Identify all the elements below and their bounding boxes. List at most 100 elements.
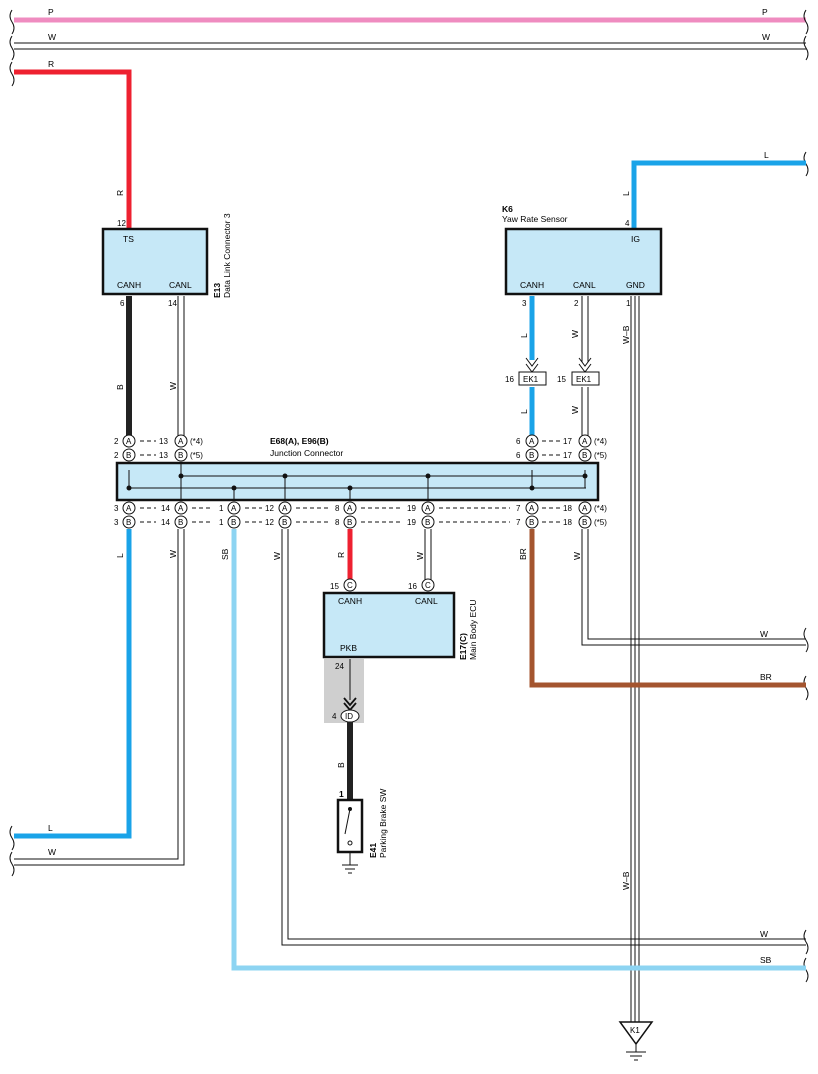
svg-text:A: A (178, 437, 184, 446)
svg-text:4: 4 (625, 219, 630, 228)
ek1-connector-a: EK1 16 (505, 357, 547, 386)
wire-wb-ground: W–B W–B (621, 296, 640, 1022)
svg-text:A: A (231, 504, 237, 513)
jb-col-2: 14 A 14 B (161, 501, 188, 529)
svg-text:B: B (347, 518, 352, 527)
svg-text:L: L (48, 823, 53, 833)
svg-text:A: A (347, 504, 353, 513)
svg-text:SB: SB (760, 955, 772, 965)
svg-text:B: B (529, 451, 534, 460)
svg-text:EK1: EK1 (523, 375, 539, 384)
svg-text:(*4): (*4) (594, 437, 607, 446)
svg-text:BR: BR (518, 548, 528, 560)
svg-text:CANH: CANH (338, 596, 362, 606)
svg-text:19: 19 (407, 518, 416, 527)
jb-col-7: 7 A 7 B (516, 501, 539, 529)
svg-text:2: 2 (114, 437, 119, 446)
junction-bottom-pins: 3 A 3 B 14 A 14 B 1 A 1 B 12 A 12 B (114, 501, 607, 529)
svg-text:B: B (178, 518, 183, 527)
wire-sb-bottom: SB SB (220, 529, 806, 971)
svg-text:17: 17 (563, 451, 572, 460)
svg-text:(*5): (*5) (594, 451, 607, 460)
svg-text:B: B (582, 518, 587, 527)
svg-text:14: 14 (161, 504, 170, 513)
svg-text:W: W (762, 32, 770, 42)
svg-text:ID: ID (345, 712, 353, 721)
svg-text:7: 7 (516, 504, 521, 513)
wire-w-canl: W (168, 296, 185, 436)
svg-text:2: 2 (114, 451, 119, 460)
svg-text:P: P (762, 7, 768, 17)
svg-text:1: 1 (339, 789, 344, 799)
svg-text:SB: SB (220, 548, 230, 560)
svg-text:16: 16 (408, 582, 417, 591)
svg-text:W: W (760, 629, 768, 639)
svg-text:A: A (126, 504, 132, 513)
jb-col-1: 3 A 3 B (114, 501, 136, 529)
svg-text:L: L (519, 333, 529, 338)
svg-text:B: B (178, 451, 183, 460)
svg-text:B: B (582, 451, 587, 460)
svg-text:Yaw Rate Sensor: Yaw Rate Sensor (502, 214, 568, 224)
svg-text:6: 6 (516, 437, 521, 446)
svg-text:E41: E41 (368, 843, 378, 858)
svg-text:E17(C): E17(C) (458, 633, 468, 660)
svg-text:E13: E13 (212, 283, 222, 298)
svg-text:1: 1 (219, 504, 224, 513)
svg-text:CANL: CANL (573, 280, 596, 290)
jb-col-8: 18 A (*4) 18 B (*5) (563, 501, 607, 529)
wire-w-ecu: W (415, 529, 432, 580)
wire-w-top: W W (14, 32, 806, 50)
svg-text:2: 2 (574, 299, 579, 308)
svg-text:12: 12 (117, 219, 126, 228)
svg-text:A: A (282, 504, 288, 513)
dlc-connector: TS CANH CANL 12 6 14 E13 Data Link Conne… (101, 213, 232, 308)
svg-text:W: W (48, 847, 56, 857)
wire-w-yaw-canl: W W (570, 296, 589, 436)
svg-text:7: 7 (516, 518, 521, 527)
svg-text:12: 12 (265, 518, 274, 527)
svg-text:B: B (336, 762, 346, 768)
svg-text:B: B (115, 384, 125, 390)
svg-text:24: 24 (335, 662, 344, 671)
svg-text:13: 13 (159, 437, 168, 446)
svg-text:W: W (572, 552, 582, 560)
svg-text:TS: TS (123, 234, 134, 244)
svg-text:(*4): (*4) (190, 437, 203, 446)
svg-text:18: 18 (563, 504, 572, 513)
svg-text:EK1: EK1 (576, 375, 592, 384)
svg-text:B: B (529, 518, 534, 527)
svg-text:P: P (48, 7, 54, 17)
svg-text:B: B (126, 451, 131, 460)
svg-text:Junction Connector: Junction Connector (270, 448, 343, 458)
jb-col-3: 1 A 1 B (219, 501, 241, 529)
yaw-rate-sensor: K6 Yaw Rate Sensor IG CANH CANL GND 4 3 … (502, 204, 663, 308)
svg-text:B: B (282, 518, 287, 527)
wire-w-bottom-right: W W (572, 529, 806, 646)
svg-text:3: 3 (114, 518, 119, 527)
id-connector: ID 4 (332, 709, 360, 723)
svg-text:4: 4 (332, 712, 337, 721)
wire-l-bottom: L L (14, 529, 132, 839)
svg-text:16: 16 (505, 375, 514, 384)
svg-text:W: W (760, 929, 768, 939)
svg-text:3: 3 (522, 299, 527, 308)
svg-text:Main Body ECU: Main Body ECU (468, 600, 478, 660)
svg-text:K1: K1 (630, 1026, 640, 1035)
svg-text:B: B (231, 518, 236, 527)
svg-text:PKB: PKB (340, 643, 357, 653)
parking-brake-switch: 1 E41 Parking Brake SW (336, 789, 388, 874)
break-marks (9, 9, 809, 983)
junction-connector: E68(A), E96(B) Junction Connector (115, 436, 600, 502)
svg-text:Parking Brake SW: Parking Brake SW (378, 789, 388, 858)
svg-text:18: 18 (563, 518, 572, 527)
wire-l-ig: L L (621, 150, 806, 229)
svg-text:W: W (415, 552, 425, 560)
svg-text:8: 8 (335, 518, 340, 527)
svg-text:GND: GND (626, 280, 645, 290)
svg-text:1: 1 (219, 518, 224, 527)
svg-text:W: W (570, 330, 580, 338)
svg-text:L: L (621, 191, 631, 196)
svg-text:1: 1 (626, 299, 631, 308)
